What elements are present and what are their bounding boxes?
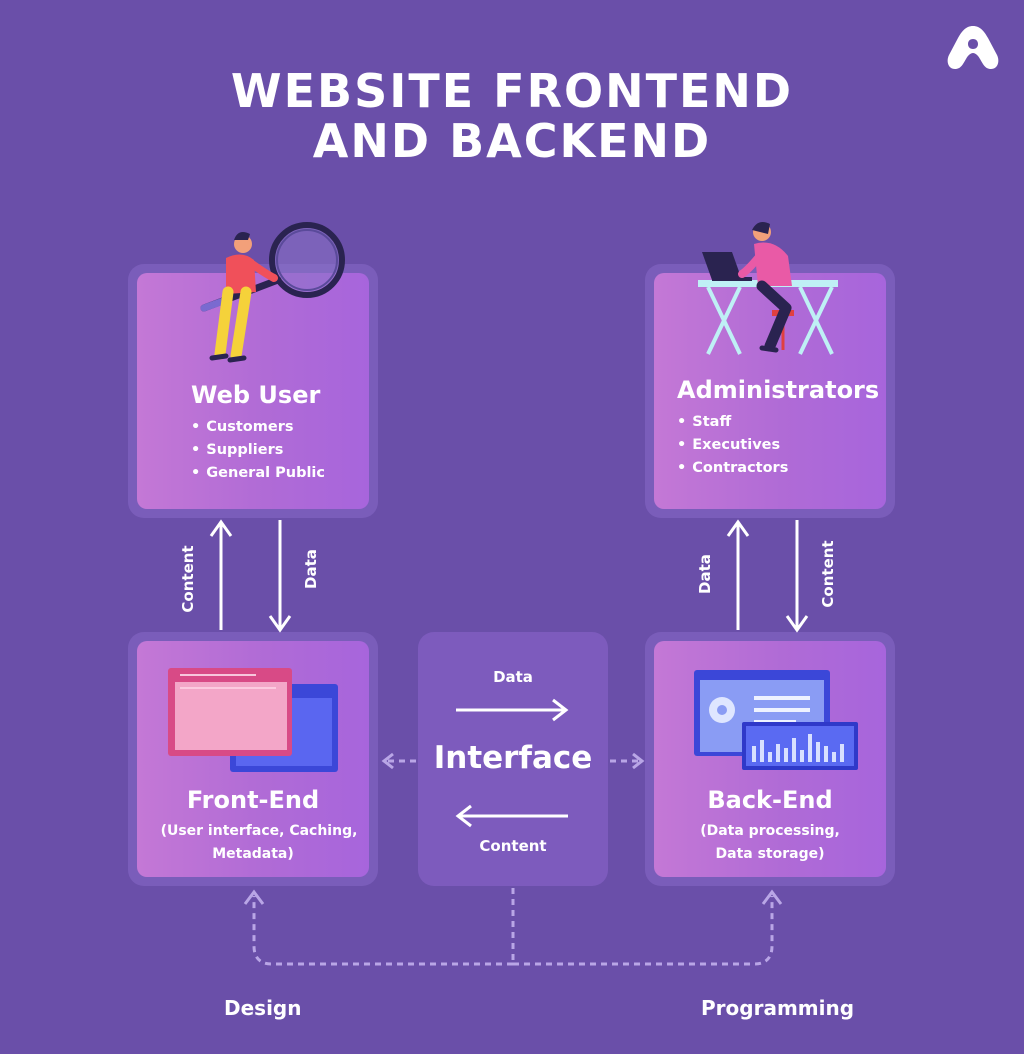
desk-worker-illustration [698, 222, 838, 355]
page-title-line2: AND BACKEND [312, 114, 712, 168]
front-end-title: Front-End [186, 786, 320, 814]
front-end-subtitle-2: Metadata) [212, 846, 294, 862]
back-end-subtitle-1: (Data processing, [700, 823, 840, 839]
list-item: Contractors [677, 457, 788, 480]
right-content-label: Content [819, 540, 837, 608]
web-user-card [128, 264, 378, 518]
administrators-title: Administrators [677, 376, 880, 404]
administrators-list: Staff Executives Contractors [677, 411, 788, 480]
list-item: Customers [191, 416, 325, 439]
web-user-title: Web User [191, 381, 321, 409]
front-end-subtitle-1: (User interface, Caching, [160, 823, 358, 839]
interface-card [418, 632, 608, 886]
web-user-list: Customers Suppliers General Public [191, 416, 325, 485]
left-data-label: Data [302, 549, 320, 589]
list-item: Executives [677, 434, 788, 457]
right-data-label: Data [696, 554, 714, 594]
interface-content-label: Content [479, 837, 547, 855]
list-item: Staff [677, 411, 788, 434]
browser-windows-icon [168, 668, 338, 772]
brand-a-icon [947, 26, 999, 69]
programming-label: Programming [701, 996, 855, 1020]
page-title-line1: WEBSITE FRONTEND [230, 64, 794, 118]
interface-title: Interface [433, 740, 593, 776]
back-end-title: Back-End [707, 786, 833, 814]
left-content-label: Content [179, 545, 197, 613]
back-end-subtitle-2: Data storage) [715, 846, 825, 862]
list-item: General Public [191, 462, 325, 485]
dashboard-panels-icon [694, 670, 858, 770]
magnifier-person-illustration [200, 222, 345, 363]
design-label: Design [224, 996, 302, 1020]
list-item: Suppliers [191, 439, 325, 462]
interface-data-label: Data [493, 668, 533, 686]
